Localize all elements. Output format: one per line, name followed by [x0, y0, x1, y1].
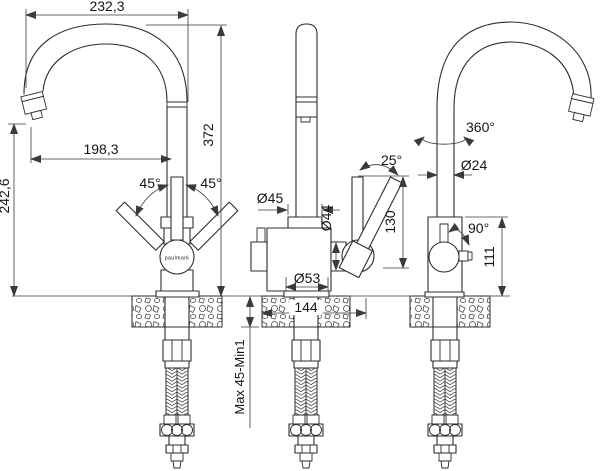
arc-outlet-swing: [448, 222, 470, 246]
faucet-side-view: [250, 23, 403, 298]
dim-lever-tilt: 25°: [381, 152, 402, 168]
supply-hose-rear: [427, 295, 463, 469]
side-outlet-box: [250, 241, 268, 272]
arc-spout-swivel: [413, 136, 475, 147]
dim-lever-swing-right: 45°: [200, 175, 221, 191]
arc-lever-tilt: [359, 161, 399, 176]
base-plate-rear: [424, 291, 465, 298]
dim-collar-diameter: Ø45: [257, 190, 284, 206]
dim-spout-tube-diameter: Ø24: [461, 157, 488, 173]
faucet-front-view: paulmark: [20, 23, 239, 298]
base-plate-front: [155, 290, 200, 298]
valve-body-front: [159, 239, 195, 275]
collar-side: [287, 216, 323, 229]
dim-total-height: 372: [200, 123, 216, 147]
spout-tip-rear: [568, 93, 595, 123]
faucet-rear-view: [424, 21, 595, 298]
body-side: [266, 227, 332, 292]
spout-tube-side: [295, 23, 318, 218]
dim-lever-swing-left: 45°: [139, 175, 160, 191]
riser-joint-band: [166, 101, 188, 108]
side-knob-rear: [458, 250, 469, 262]
dim-mounting-thickness: Max 45-Min1: [232, 339, 247, 414]
brand-logo: paulmark: [165, 256, 190, 262]
arc-lever-swing-right: [185, 184, 219, 217]
dim-body-height: 111: [481, 246, 497, 267]
side-outlet-stub: [256, 227, 266, 243]
dim-outlet-swing: 90°: [468, 220, 489, 236]
dim-spout-height: 242,6: [0, 178, 12, 213]
arc-lever-swing-left: [135, 184, 169, 217]
lever-upright-front: [170, 176, 184, 241]
aerator-nub-side: [300, 116, 311, 123]
dim-body-depth: 144: [294, 299, 318, 315]
spout-arch-inner: [42, 43, 168, 103]
spout-tip-front: [20, 91, 48, 121]
spout-arch-inner-rear: [453, 41, 575, 109]
base-plate-side: [283, 290, 330, 298]
dim-lever-length: 130: [382, 210, 398, 234]
dim-overall-width: 232,3: [89, 0, 124, 14]
outlet-stub-rear: [439, 223, 449, 245]
dim-spout-swivel: 360°: [466, 119, 495, 135]
dimensions-side-view: 25° Ø45 Ø44 130 Ø53 144 Max 45-Min1: [232, 152, 409, 428]
dim-spout-reach: 198,3: [83, 141, 118, 157]
dim-cartridge-diameter: Ø44: [318, 205, 334, 232]
valve-body-rear: [428, 241, 460, 273]
spout-arch-outer: [23, 23, 188, 103]
supply-hose-front: [159, 295, 195, 469]
dim-base-diameter: Ø53: [294, 270, 321, 286]
spout-arch-outer-rear: [436, 21, 592, 109]
dimensions-front-view: 232,3 198,3 242,6 372 45° 45°: [0, 0, 227, 297]
countertop-section-front: [131, 295, 223, 328]
supply-hose-side: [288, 295, 324, 469]
lever-position-right: [189, 201, 239, 251]
dimensions-rear-view: 360° Ø24 90° 111: [413, 119, 508, 297]
lever-position-left: [115, 201, 165, 251]
lever-tilted-side: [338, 176, 403, 279]
